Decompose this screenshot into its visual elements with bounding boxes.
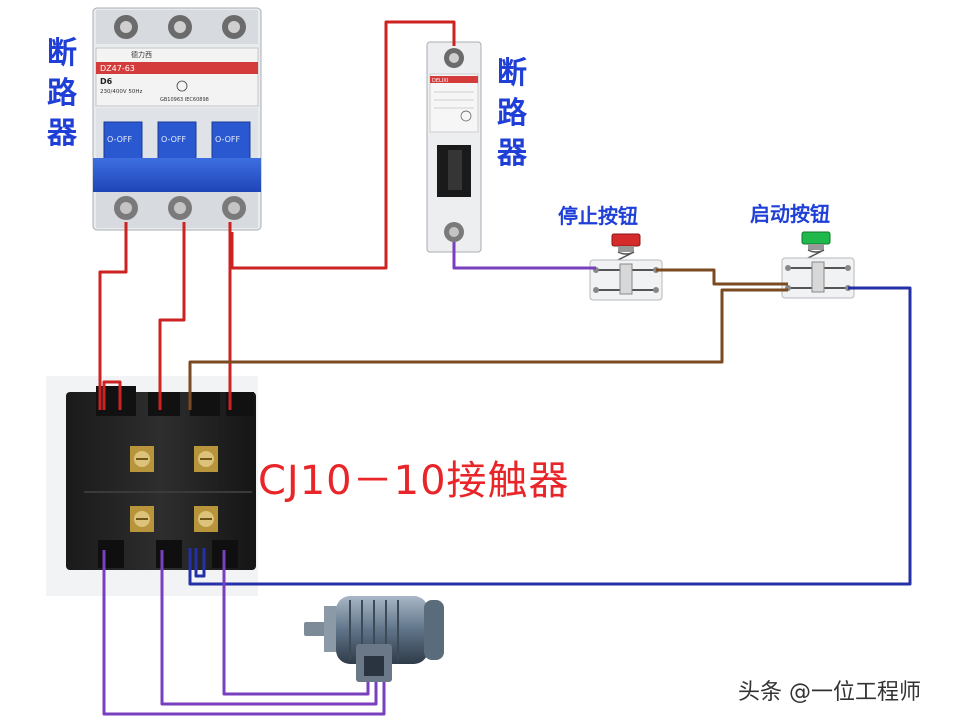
toggle-off-label-2: O-OFF — [161, 135, 187, 144]
wiring — [98, 20, 912, 716]
wire-red-l2 — [158, 222, 186, 410]
contactor-screws-lower — [130, 506, 218, 532]
wire-blue-coil — [188, 286, 912, 586]
breaker-brand: 德力西 — [131, 50, 152, 59]
toggle-off-label-3: O-OFF — [215, 135, 241, 144]
breaker-model: DZ47-63 — [100, 64, 135, 73]
breaker-rating: D6 — [100, 77, 113, 86]
breaker-toggle-handles: O-OFF O-OFF O-OFF — [103, 121, 251, 163]
electric-motor — [304, 596, 444, 682]
start-button-label: 启动按钮 — [750, 202, 830, 226]
wire-red-control — [230, 20, 456, 270]
wire-brown-aux — [188, 288, 788, 410]
contactor-top-terminals — [96, 386, 254, 416]
breaker-label-right-char-1: 断 — [497, 56, 527, 91]
wire-purple-u — [102, 550, 386, 716]
stop-push-button — [589, 233, 663, 301]
breaker-label-left-char-2: 路 — [47, 76, 77, 111]
wire-purple-v — [160, 550, 378, 706]
breaker-label-left-char-3: 器 — [47, 116, 77, 151]
wire-red-coil-loop — [102, 380, 122, 410]
breaker-label-left-char-1: 断 — [47, 36, 77, 71]
contactor-screws-upper — [130, 446, 218, 472]
contactor-label: CJ10－10接触器 — [258, 458, 570, 504]
bottom-terminal-screws — [96, 192, 258, 228]
breaker-label-right: 断 路 器 — [492, 54, 532, 174]
wire-purple-control — [452, 242, 596, 270]
wire-red-l1 — [98, 222, 128, 410]
wire-purple-w — [222, 550, 370, 696]
start-push-button — [781, 231, 855, 299]
single-pole-breaker: DELIXI — [426, 41, 482, 253]
breaker-label-right-char-2: 路 — [497, 96, 527, 131]
three-pole-breaker: 德力西 DZ47-63 D6 230/400V 50Hz GB10963 IEC… — [92, 7, 262, 231]
single-breaker-brand: DELIXI — [432, 78, 448, 84]
breaker-label-left: 断 路 器 — [42, 34, 82, 154]
stop-button-label: 停止按钮 — [558, 204, 638, 228]
breaker-label-right-char-3: 器 — [497, 136, 527, 171]
contactor — [46, 376, 258, 596]
watermark: 头条 @一位工程师 — [738, 680, 921, 705]
wire-brown-stop-start — [656, 268, 788, 286]
top-terminal-screws — [96, 10, 258, 44]
breaker-spec: 230/400V 50Hz — [100, 89, 142, 95]
toggle-off-label-1: O-OFF — [107, 135, 133, 144]
wire-blue-coil-loop — [194, 548, 206, 578]
breaker-standard: GB10963 IEC60898 — [160, 97, 209, 103]
